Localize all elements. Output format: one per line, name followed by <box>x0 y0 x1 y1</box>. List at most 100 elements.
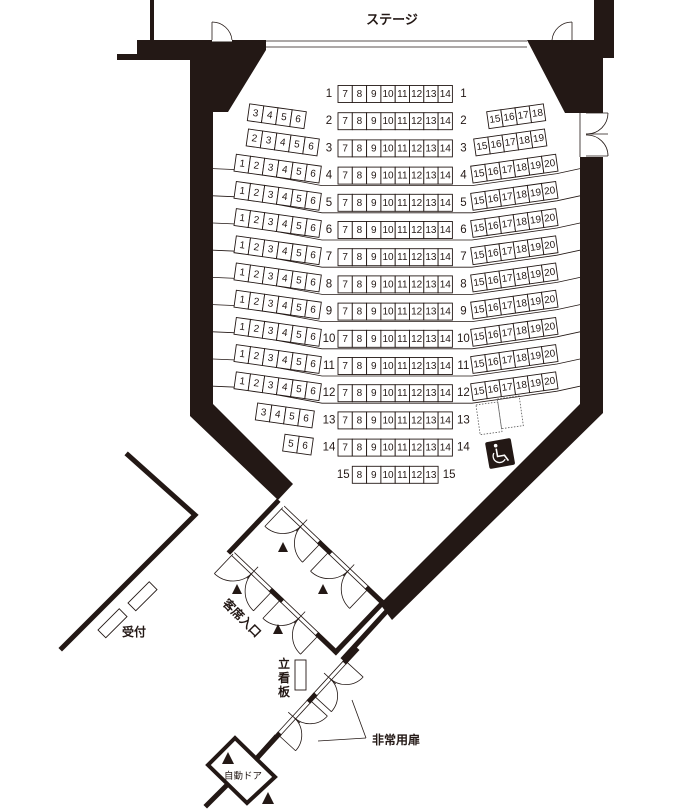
seat[interactable]: 6 <box>297 408 315 429</box>
seat[interactable]: 7 <box>337 166 353 185</box>
seat[interactable]: 6 <box>304 381 322 402</box>
seat[interactable]: 20 <box>540 316 559 337</box>
seat[interactable]: 2 <box>247 210 266 230</box>
seat[interactable]: 20 <box>540 153 559 174</box>
seat[interactable]: 4 <box>268 404 287 425</box>
seat[interactable]: 13 <box>423 329 439 348</box>
seat[interactable]: 2 <box>247 291 266 312</box>
seat[interactable]: 7 <box>337 193 353 212</box>
seat[interactable]: 12 <box>409 275 425 294</box>
seat[interactable]: 11 <box>394 193 410 212</box>
seat[interactable]: 7 <box>337 248 353 267</box>
seat[interactable]: 5 <box>290 243 308 264</box>
seat[interactable]: 18 <box>512 157 531 178</box>
seat[interactable]: 6 <box>304 218 322 238</box>
seat[interactable]: 4 <box>275 350 294 370</box>
automatic-door[interactable] <box>203 735 278 809</box>
seat[interactable]: 6 <box>296 435 314 456</box>
seat[interactable]: 11 <box>394 139 410 158</box>
seat[interactable]: 19 <box>526 155 545 176</box>
seat[interactable]: 3 <box>261 348 280 368</box>
seat[interactable]: 9 <box>366 357 382 375</box>
seat[interactable]: 17 <box>498 322 517 343</box>
seat[interactable]: 14 <box>437 357 453 375</box>
seat[interactable]: 12 <box>409 411 425 430</box>
entrance-door[interactable] <box>310 546 374 609</box>
seat[interactable]: 1 <box>233 289 252 310</box>
seat[interactable]: 18 <box>512 212 531 232</box>
seat[interactable]: 19 <box>526 182 545 203</box>
seat[interactable]: 4 <box>275 159 294 180</box>
entrance-door[interactable] <box>272 695 328 752</box>
seat[interactable]: 10 <box>380 85 396 103</box>
seat[interactable]: 18 <box>512 348 531 368</box>
seat[interactable]: 3 <box>261 239 280 260</box>
seat[interactable]: 13 <box>423 193 439 212</box>
seat[interactable]: 2 <box>247 264 266 285</box>
seat[interactable]: 1 <box>233 344 252 364</box>
seat[interactable]: 10 <box>380 384 396 403</box>
seat[interactable]: 14 <box>437 166 453 185</box>
seat[interactable]: 3 <box>261 212 280 232</box>
seat[interactable]: 16 <box>487 134 505 155</box>
seat[interactable]: 11 <box>394 302 410 321</box>
seat[interactable]: 18 <box>512 320 531 341</box>
seat[interactable]: 16 <box>484 161 502 182</box>
reception-desks[interactable] <box>97 581 158 639</box>
emergency-doors[interactable] <box>251 645 374 775</box>
seat[interactable]: 10 <box>380 438 396 457</box>
seat[interactable]: 4 <box>275 377 294 398</box>
seat[interactable]: 12 <box>409 85 425 103</box>
seat[interactable]: 18 <box>512 239 531 260</box>
seat[interactable]: 11 <box>394 221 410 239</box>
seat[interactable]: 13 <box>423 166 439 185</box>
seat[interactable]: 1 <box>233 153 252 174</box>
seat[interactable]: 8 <box>351 275 368 294</box>
seat[interactable]: 10 <box>380 112 396 131</box>
entrance-door[interactable] <box>308 656 364 712</box>
seat[interactable]: 1 <box>233 235 252 256</box>
seat[interactable]: 15 <box>470 190 488 211</box>
seat[interactable]: 18 <box>528 103 547 124</box>
seat[interactable]: 9 <box>366 384 382 403</box>
seat[interactable]: 1 <box>233 180 252 201</box>
seat[interactable]: 8 <box>351 166 368 185</box>
seat[interactable]: 9 <box>366 166 382 185</box>
seat[interactable]: 12 <box>409 329 425 348</box>
seat[interactable]: 17 <box>498 295 517 316</box>
seat[interactable]: 15 <box>470 354 488 374</box>
seat[interactable]: 2 <box>247 237 266 258</box>
seat[interactable]: 3 <box>261 266 280 287</box>
seat[interactable]: 6 <box>304 190 322 211</box>
seat[interactable]: 20 <box>540 371 559 392</box>
seat[interactable]: 17 <box>498 377 517 398</box>
seat[interactable]: 9 <box>366 139 382 158</box>
seat[interactable]: 8 <box>351 357 368 375</box>
seat[interactable]: 10 <box>380 248 396 267</box>
seat[interactable]: 5 <box>290 270 308 291</box>
seat[interactable]: 9 <box>366 275 382 294</box>
seat[interactable]: 8 <box>351 112 368 131</box>
seat[interactable]: 6 <box>304 163 322 184</box>
seat[interactable]: 19 <box>529 128 548 149</box>
seat[interactable]: 13 <box>423 384 439 403</box>
seat[interactable]: 18 <box>512 375 531 396</box>
seat[interactable]: 11 <box>394 166 410 185</box>
seat[interactable]: 4 <box>273 132 292 153</box>
seat[interactable]: 14 <box>437 85 453 103</box>
seat[interactable]: 11 <box>394 275 410 294</box>
seat[interactable]: 14 <box>437 221 453 239</box>
seat[interactable]: 20 <box>540 208 559 228</box>
seat[interactable]: 13 <box>423 465 439 484</box>
seat[interactable]: 5 <box>290 216 308 236</box>
seat[interactable]: 6 <box>304 272 322 293</box>
seat[interactable]: 10 <box>380 357 396 375</box>
entrance-door[interactable] <box>262 594 324 655</box>
seat[interactable]: 20 <box>540 235 559 256</box>
seat[interactable]: 2 <box>247 155 266 176</box>
seat[interactable]: 9 <box>366 438 382 457</box>
seat[interactable]: 14 <box>437 275 453 294</box>
seat[interactable]: 19 <box>526 210 545 230</box>
seat[interactable]: 18 <box>512 293 531 314</box>
seat[interactable]: 20 <box>540 289 559 310</box>
